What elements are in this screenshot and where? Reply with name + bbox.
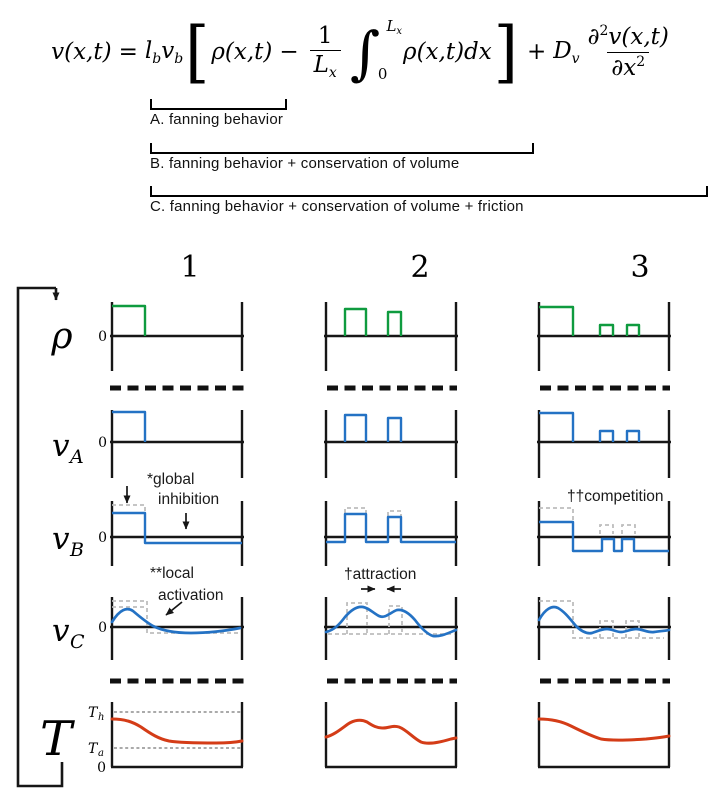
row-label-vC-sub: C xyxy=(70,631,85,653)
eq-left-bracket: [ xyxy=(185,11,210,91)
curve-vA-1 xyxy=(112,410,147,442)
curve-vC-1 xyxy=(110,607,242,635)
label-Th: T xyxy=(88,705,99,721)
row-label-T: T xyxy=(40,711,75,767)
zero-label-rho: 0 xyxy=(98,329,107,345)
curve-T-2 xyxy=(324,718,458,745)
curve-rho-1 xyxy=(112,304,147,336)
local-activation-arrow xyxy=(165,601,183,616)
zero-label-T: 0 xyxy=(97,760,106,776)
eq-integral: ∫ Lx 0 xyxy=(349,16,403,87)
annotation-global-inhibition-line2: inhibition xyxy=(158,491,219,508)
eq-coefficient: lbvb xyxy=(144,37,184,67)
curve-rho-3 xyxy=(539,305,641,336)
curve-vB-3 xyxy=(539,520,669,553)
column-header-1: 1 xyxy=(180,250,199,285)
underbrace-b-label: B. fanning behavior + conservation of vo… xyxy=(150,155,460,172)
row-T: T h T a xyxy=(88,702,671,769)
row-vB xyxy=(110,501,671,566)
column-header-3: 3 xyxy=(630,250,649,285)
curve-vA-3 xyxy=(539,411,641,442)
row-label-rho: ρ xyxy=(50,316,72,357)
label-Ta-sub: a xyxy=(98,748,104,759)
eq-lhs: v(x,t) xyxy=(51,39,112,65)
eq-diffusion-coefficient: Dv xyxy=(553,37,580,67)
underbrace-a xyxy=(150,99,287,110)
ghost-outline-vB-3 xyxy=(539,507,636,537)
feedback-loop xyxy=(16,286,64,788)
curve-T-1 xyxy=(110,717,244,745)
eq-rho-term: ρ(x,t) xyxy=(211,39,273,65)
underbrace-a-label: A. fanning behavior xyxy=(150,111,284,128)
label-Th-sub: h xyxy=(98,712,104,723)
eq-minus: − xyxy=(279,39,299,65)
annotation-global-inhibition-line1: *global xyxy=(147,471,194,488)
ghost-outline-vB-2 xyxy=(344,507,402,516)
annotation-local-activation-line2: activation xyxy=(158,587,223,604)
curve-T-3 xyxy=(537,717,671,742)
curve-vC-3 xyxy=(537,605,671,635)
underbrace-c xyxy=(150,186,708,197)
row-rho xyxy=(110,302,671,371)
annotation-competition: ††competition xyxy=(567,488,664,505)
eq-plus: + xyxy=(526,39,547,65)
column-header-2: 2 xyxy=(410,250,429,285)
underbrace-b xyxy=(150,143,534,154)
annotation-local-activation-line1: **local xyxy=(150,565,194,582)
row-vA xyxy=(110,410,671,478)
eq-fraction-one-over-Lx: 1 Lx xyxy=(309,23,341,81)
equation: v(x,t) = lbvb [ ρ(x,t) − 1 Lx ∫ Lx 0 ρ(x… xyxy=(28,6,700,98)
annotation-attraction: †attraction xyxy=(344,566,416,583)
row-label-vB: v xyxy=(52,521,70,557)
curve-vC-2 xyxy=(324,605,458,638)
row-label-vA: v xyxy=(52,428,70,464)
underbrace-c-label: C. fanning behavior + conservation of vo… xyxy=(150,198,524,215)
curve-vB-2 xyxy=(326,512,456,544)
row-label-vC: v xyxy=(52,613,70,649)
row-label-vA-sub: A xyxy=(68,446,84,468)
curve-rho-2 xyxy=(343,307,403,336)
curve-vA-2 xyxy=(343,413,403,442)
zero-label-vB: 0 xyxy=(98,530,107,546)
eq-integrand: ρ(x,t)dx xyxy=(403,39,492,65)
zero-label-vA: 0 xyxy=(98,435,107,451)
zero-label-vC: 0 xyxy=(98,620,107,636)
eq-equals: = xyxy=(118,39,138,65)
curve-vB-1 xyxy=(112,511,242,545)
eq-right-bracket: ] xyxy=(493,11,518,91)
eq-second-derivative-term: ∂2v(x,t) ∂x2 xyxy=(587,23,669,81)
label-Ta: T xyxy=(88,741,99,757)
row-vC xyxy=(110,597,671,660)
ghost-outline-vC-2 xyxy=(328,602,455,635)
row-label-vB-sub: B xyxy=(69,539,84,561)
